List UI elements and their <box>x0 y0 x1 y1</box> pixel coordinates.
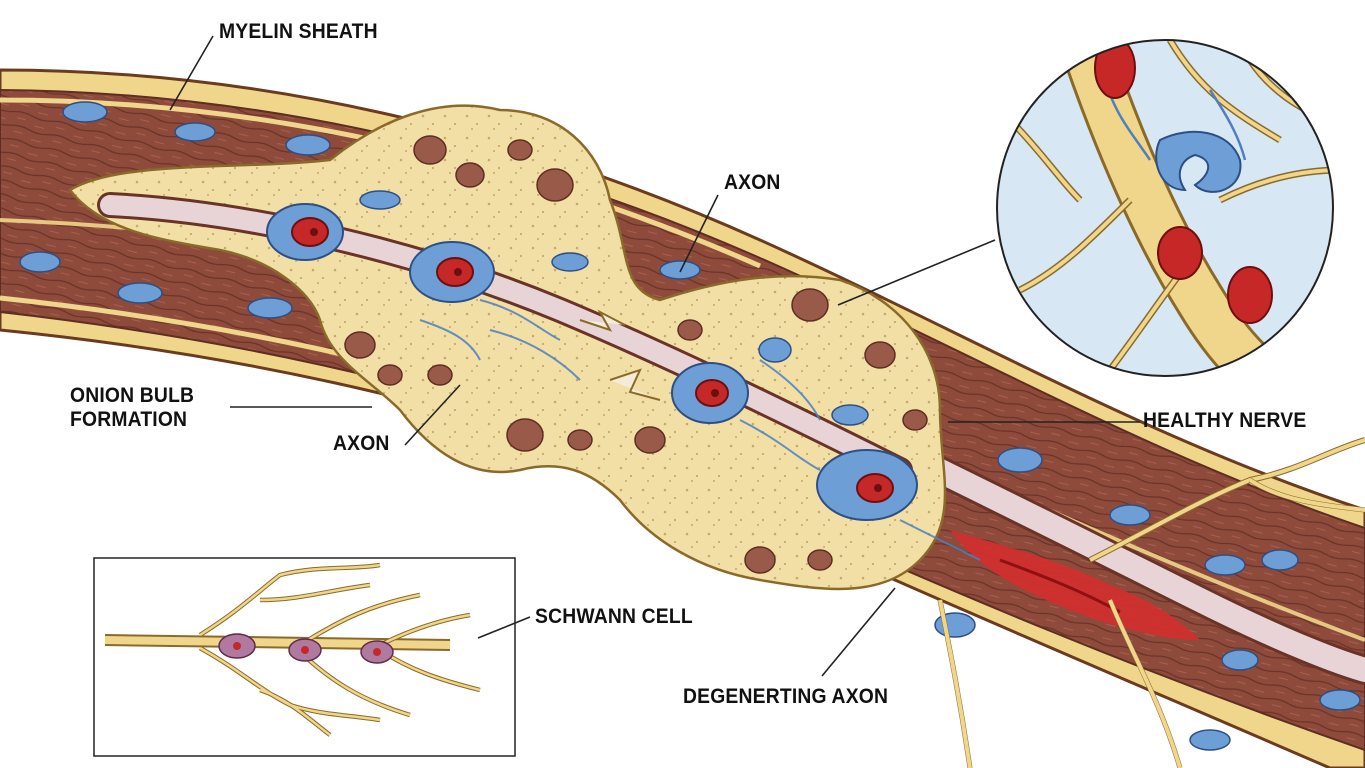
label-schwann-cell: SCHWANN CELL <box>535 605 693 628</box>
schwann-cell <box>816 449 918 521</box>
label-healthy-nerve: HEALTHY NERVE <box>1143 409 1307 432</box>
schwann-cell-inset <box>93 557 516 757</box>
label-myelin-sheath: MYELIN SHEATH <box>219 20 378 43</box>
label-axon-top: AXON <box>724 171 781 194</box>
label-degenerating-axon: DEGENERTING AXON <box>683 685 889 708</box>
degenerating-axon-region <box>950 530 1200 640</box>
fiber-nuclei <box>19 101 1361 751</box>
label-axon-mid: AXON <box>333 432 390 455</box>
schwann-cell <box>671 362 749 424</box>
label-onion-bulb-line2: FORMATION <box>70 408 188 431</box>
magnified-inset <box>996 39 1334 377</box>
schwann-cell <box>409 241 495 303</box>
nerve-branches <box>937 437 1365 768</box>
schwann-cells <box>266 203 918 521</box>
leader-lines <box>169 35 1140 677</box>
label-onion-bulb-formation: ONION BULB FORMATION <box>70 384 194 432</box>
blue-fibrils <box>419 299 981 561</box>
label-onion-bulb-line1: ONION BULB <box>70 384 195 407</box>
schwann-cell <box>266 203 344 261</box>
